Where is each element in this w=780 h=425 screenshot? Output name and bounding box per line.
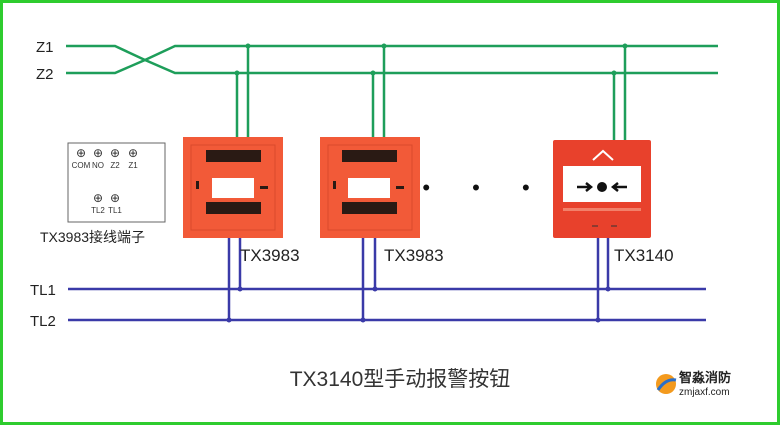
bus-z2-line <box>66 58 718 75</box>
screw-terminal-icon: ⊕ <box>110 146 120 160</box>
terminal-no: NO <box>92 161 104 170</box>
mounting-slot <box>260 186 268 189</box>
junction-dot <box>622 43 628 49</box>
device-module-2 <box>320 137 420 238</box>
junction-dot <box>226 317 232 323</box>
bus-tl2-label: TL2 <box>30 313 56 330</box>
screw-terminal-icon: ⊕ <box>110 191 120 205</box>
logo: 智淼消防 zmjaxf.com <box>656 370 731 398</box>
device-label-2: TX3983 <box>384 246 444 265</box>
terminal-box: ⊕ ⊕ ⊕ ⊕ ⊕ ⊕ COM NO Z2 Z1 TL2 TL1 <box>67 142 166 223</box>
device3-z-wires <box>612 46 627 140</box>
junction-dot <box>234 70 240 76</box>
mounting-slot <box>396 186 404 189</box>
logo-name: 智淼消防 <box>679 370 731 385</box>
terminal-com: COM <box>72 161 91 170</box>
z-bus-junctions <box>234 43 628 76</box>
arrow-left-icon <box>610 182 627 192</box>
terminal-z1: Z1 <box>128 161 138 170</box>
fire-house-icon <box>592 149 614 161</box>
junction-dot <box>611 70 617 76</box>
terminal-tl1: TL1 <box>108 206 122 215</box>
device-label-1: TX3983 <box>240 246 300 265</box>
junction-dot <box>245 43 251 49</box>
junction-dot <box>370 70 376 76</box>
terminal-block-bottom <box>206 202 261 214</box>
logo-swoosh-icon <box>656 378 677 391</box>
screw-terminal-icon: ⊕ <box>128 146 138 160</box>
terminal-z2: Z2 <box>110 161 120 170</box>
bus-z1-label: Z1 <box>36 39 54 56</box>
device3-tl-wires <box>596 235 610 320</box>
junction-dot <box>237 286 243 292</box>
terminal-block-top <box>342 150 397 162</box>
ellipsis: • • • <box>422 175 547 200</box>
junction-dot <box>372 286 378 292</box>
terminal-tl2: TL2 <box>91 206 105 215</box>
module-inner-frame <box>190 144 276 231</box>
logo-url: zmjaxf.com <box>679 387 730 398</box>
terminal-labels: COM NO Z2 Z1 TL2 TL1 <box>72 161 139 215</box>
mounting-slot <box>333 181 336 189</box>
mounting-slot <box>196 181 199 189</box>
bus-tl1-label: TL1 <box>30 282 56 299</box>
arrow-right-icon <box>577 182 594 192</box>
module-window <box>348 178 390 198</box>
bus-z2-label: Z2 <box>36 66 54 83</box>
module-inner-frame <box>327 144 413 231</box>
tl-bus-junctions <box>226 286 611 323</box>
screw-terminal-icon: ⊕ <box>93 191 103 205</box>
module-window <box>212 178 254 198</box>
terminal-block-top <box>206 150 261 162</box>
junction-dot <box>595 317 601 323</box>
screw-terminal-icon: ⊕ <box>93 146 103 160</box>
diagram-title: TX3140型手动报警按钮 <box>290 368 511 391</box>
terminal-box-caption: TX3983接线端子 <box>40 229 145 245</box>
terminal-box-outline <box>67 142 166 223</box>
device-label-3: TX3140 <box>614 246 674 265</box>
call-point-stripe <box>563 208 641 211</box>
terminal-block-bottom <box>342 202 397 214</box>
junction-dot <box>360 317 366 323</box>
z-bus-group <box>66 44 718 155</box>
device-module-1 <box>183 137 283 238</box>
logo-icon <box>656 374 676 394</box>
junction-dot <box>381 43 387 49</box>
junction-dot <box>605 286 611 292</box>
device-call-point <box>553 140 651 238</box>
screw-terminal-icon: ⊕ <box>76 146 86 160</box>
terminal-screws: ⊕ ⊕ ⊕ ⊕ ⊕ ⊕ <box>76 146 138 205</box>
press-button-icon <box>597 182 607 192</box>
